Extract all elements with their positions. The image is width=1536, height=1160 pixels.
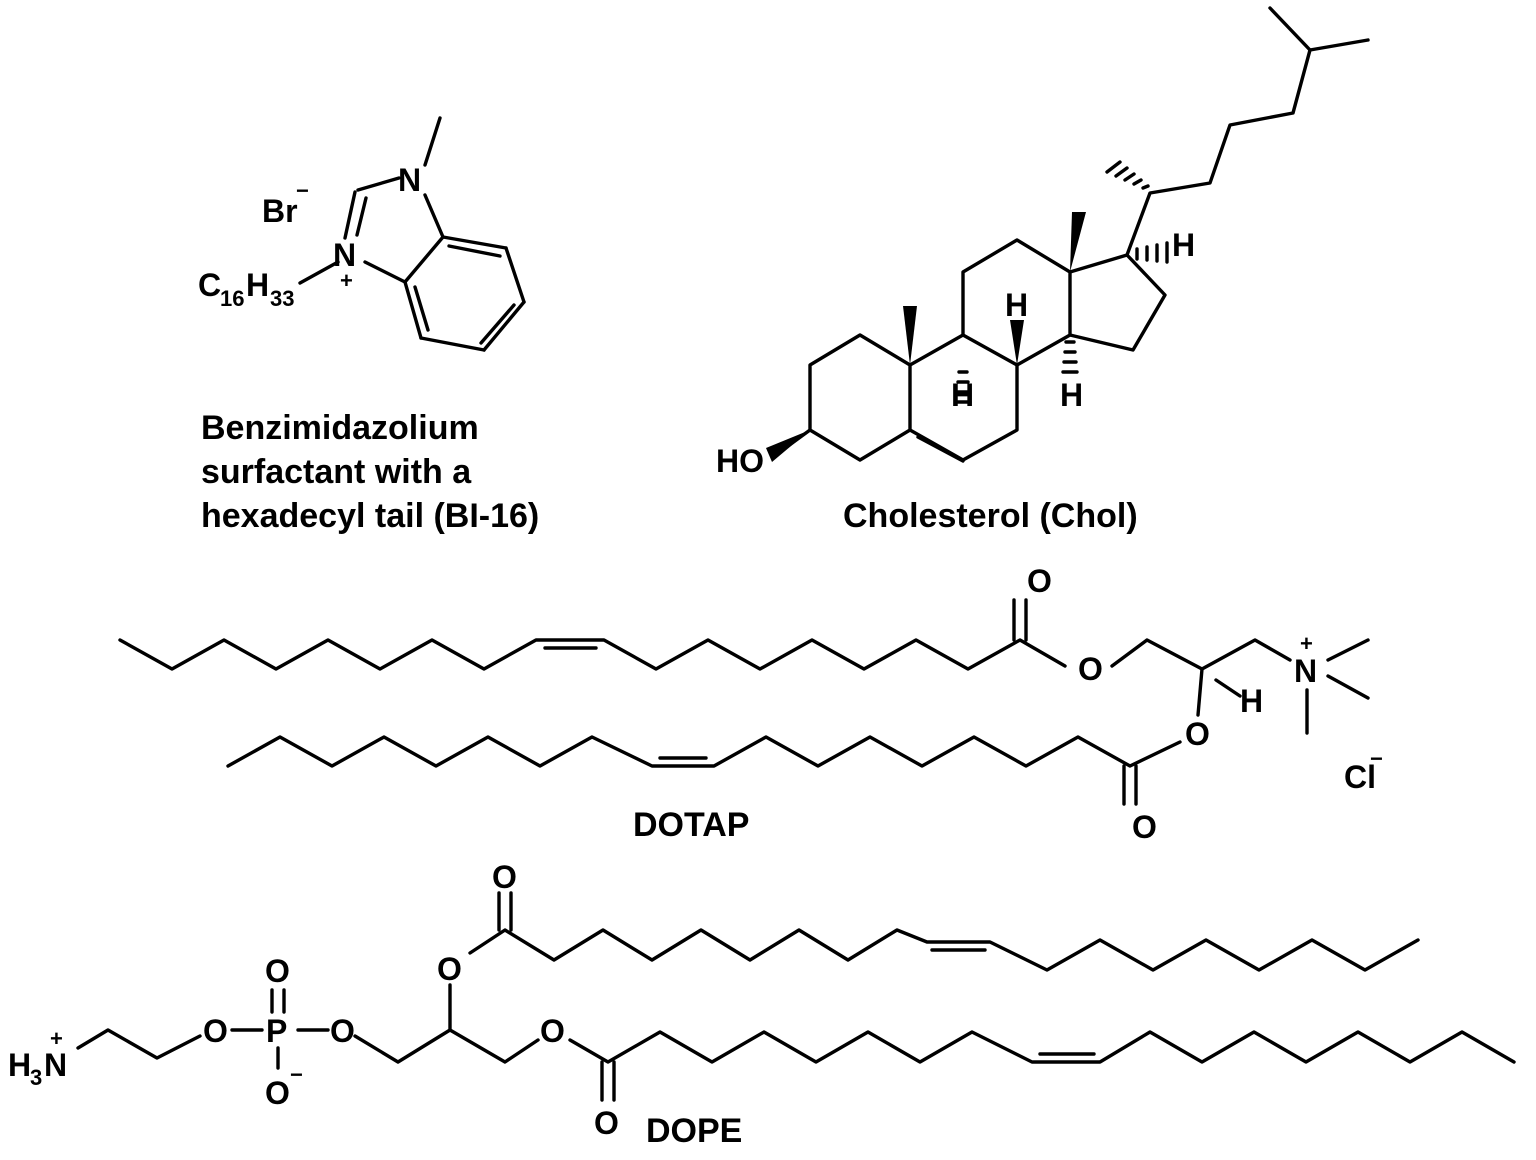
bi16-chain-c: C bbox=[198, 267, 221, 303]
dotap-caption: DOTAP bbox=[633, 806, 749, 844]
dope-ester-o-1: O bbox=[437, 951, 462, 987]
bi16-n-plus-atom: N bbox=[333, 237, 356, 273]
bi16-n-methyl-atom: N bbox=[398, 162, 421, 198]
bi16-chain-h: H bbox=[246, 267, 269, 303]
bi16-atom-labels: N N + Br − C 16 H 33 bbox=[198, 162, 421, 311]
dotap-plus-charge: + bbox=[1300, 631, 1313, 656]
dotap-ammonium-n: N bbox=[1294, 653, 1317, 689]
dotap-ester-o-2: O bbox=[1185, 716, 1210, 752]
chol-hydroxyl-ho: HO bbox=[716, 443, 764, 479]
chol-c9-h-hash bbox=[954, 370, 972, 404]
chol-c14-h-hash bbox=[1061, 340, 1079, 374]
dotap-ester-o-1: O bbox=[1078, 651, 1103, 687]
dotap-atom-labels: O O O O N + H Cl − bbox=[1027, 563, 1383, 845]
dope-phosphate-o-top: O bbox=[265, 953, 290, 989]
dope-ammonium-n: N bbox=[44, 1047, 67, 1083]
dope-phosphate-o-bottom: O bbox=[265, 1075, 290, 1111]
dope-plus-charge: + bbox=[50, 1026, 63, 1051]
bi16-caption-line-1: Benzimidazolium bbox=[201, 409, 479, 447]
dotap-h: H bbox=[1240, 683, 1263, 719]
dope-minus-charge: − bbox=[290, 1062, 303, 1087]
dope-carbonyl-o-1: O bbox=[492, 859, 517, 895]
dope-structure bbox=[76, 891, 1516, 1102]
bi16-minus-charge: − bbox=[296, 178, 309, 203]
chol-atom-labels: HO H H H H bbox=[716, 227, 1195, 479]
chol-c18-methyl-wedge bbox=[1070, 212, 1086, 272]
bi16-chain-h-subscript: 33 bbox=[270, 286, 294, 311]
dope-ammonium-subscript: 3 bbox=[30, 1065, 42, 1090]
dotap-carbonyl-o-1: O bbox=[1027, 563, 1052, 599]
bi16-structure bbox=[298, 116, 526, 352]
bi16-plus-charge: + bbox=[340, 268, 353, 293]
chol-h-c17: H bbox=[1172, 227, 1195, 263]
chol-ho-wedge bbox=[766, 430, 810, 462]
dope-ester-o-2: O bbox=[540, 1013, 565, 1049]
bi16-bromide-atom: Br bbox=[262, 193, 298, 229]
bi16-caption-line-2: surfactant with a bbox=[201, 453, 472, 491]
bi16-caption: Benzimidazolium surfactant with a hexade… bbox=[201, 409, 539, 535]
chol-c17-h-hash bbox=[1135, 241, 1169, 264]
dope-phosphorus: P bbox=[266, 1013, 287, 1049]
chol-h-c8: H bbox=[1005, 287, 1028, 323]
chol-c8-h-wedge bbox=[1010, 320, 1024, 365]
dope-caption: DOPE bbox=[646, 1112, 742, 1150]
dope-ammonium-h: H bbox=[8, 1047, 31, 1083]
dotap-chloride: Cl bbox=[1344, 759, 1376, 795]
bi16-caption-line-3: hexadecyl tail (BI-16) bbox=[201, 497, 539, 535]
dope-carbonyl-o-2: O bbox=[594, 1105, 619, 1141]
bi16-chain-c-subscript: 16 bbox=[220, 286, 244, 311]
dope-link-o-1: O bbox=[203, 1013, 228, 1049]
chol-h-c9: H bbox=[951, 377, 974, 413]
dope-link-o-2: O bbox=[330, 1013, 355, 1049]
chol-h-c14: H bbox=[1060, 377, 1083, 413]
dotap-carbonyl-o-2: O bbox=[1132, 809, 1157, 845]
chol-stereo-wedges bbox=[766, 160, 1169, 462]
dotap-minus-charge: − bbox=[1370, 746, 1383, 771]
dotap-structure bbox=[118, 598, 1370, 806]
chol-caption: Cholesterol (Chol) bbox=[843, 497, 1138, 535]
dope-atom-labels: H 3 N + O P O O − O O O O O bbox=[8, 859, 619, 1141]
chol-c21-methyl-hash bbox=[1105, 160, 1150, 190]
chol-c19-methyl-wedge bbox=[903, 306, 917, 365]
